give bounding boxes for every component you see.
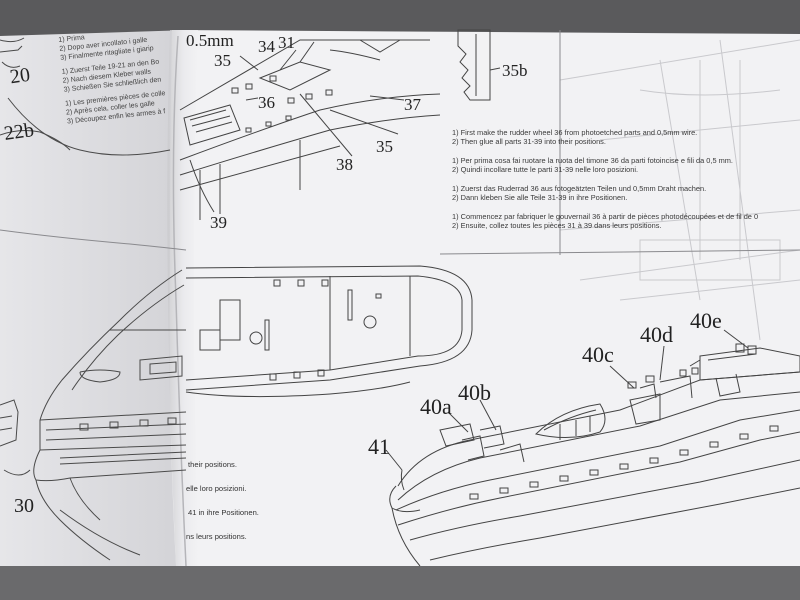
part-label-37: 37	[404, 95, 421, 114]
part-label-41: 41	[368, 434, 390, 459]
part-label-40e: 40e	[690, 308, 722, 333]
instruction-line: 1) Zuerst das Ruderrad 36 aus fotogeätzt…	[452, 184, 707, 193]
top-ship-drawing	[179, 39, 441, 220]
part-label-36: 36	[258, 93, 275, 112]
part-label-35: 35	[214, 51, 231, 70]
bottom-ship-drawing	[385, 329, 800, 567]
right-page	[169, 30, 800, 566]
text-fragment-de: 41 in ihre Positionen.	[188, 508, 259, 517]
instruction-block-de: 1) Zuerst das Ruderrad 36 aus fotogeätzt…	[452, 184, 706, 202]
instruction-line: 1) Commencez par fabriquer le gouvernail…	[452, 212, 759, 221]
deck-plan-drawing	[185, 265, 473, 398]
part-label-31: 31	[278, 33, 295, 52]
instruction-line: 1) First make the rudder wheel 36 from p…	[452, 128, 698, 137]
instruction-line: 2) Dann kleben Sie alle Teile 31-39 in i…	[452, 193, 628, 203]
part-label-30: 30	[14, 495, 34, 517]
bleed-through	[559, 39, 800, 341]
text-fragment-it: elle loro posizioni.	[186, 484, 247, 493]
part-label-38: 38	[336, 155, 353, 174]
text-fragment-en: their positions.	[188, 460, 237, 469]
part-label-40b: 40b	[458, 380, 491, 405]
instruction-group-de: 1) Zuerst Teile 19-21 an den Bo 2) Nach …	[61, 57, 164, 94]
part-label-40d: 40d	[640, 322, 673, 347]
part-label-22b: 22b	[2, 119, 36, 145]
part-label-40c: 40c	[582, 342, 614, 367]
instruction-line: 2) Quindi incollare tutte le parti 31-39…	[452, 165, 639, 175]
instruction-block-it: 1) Per prima cosa fai ruotare la ruota d…	[452, 156, 733, 174]
part-label-20: 20	[8, 63, 32, 89]
part-label-39: 39	[210, 213, 227, 232]
left-drawing	[0, 37, 187, 561]
instruction-line: 2) Then glue all parts 31-39 into their …	[452, 137, 606, 147]
part-35b-drawing	[457, 29, 501, 101]
part-label-35-right: 35	[376, 137, 393, 156]
wire-label: 0.5mm	[186, 31, 234, 50]
instruction-line: 2) Ensuite, collez toutes les pièces 31 …	[452, 221, 662, 231]
part-label-35b: 35b	[502, 61, 528, 80]
left-page	[0, 30, 190, 566]
instruction-block-en: 1) First make the rudder wheel 36 from p…	[452, 128, 697, 146]
section-dividers	[0, 30, 800, 255]
part-label-34: 34	[258, 37, 275, 56]
part-label-40a: 40a	[420, 394, 452, 419]
text-fragment-fr: ns leurs positions.	[186, 532, 247, 541]
left-page-instructions: 1) Prima 2) Dopo aver incollato i galle …	[58, 25, 168, 131]
instruction-block-fr: 1) Commencez par fabriquer le gouvernail…	[452, 212, 758, 230]
instruction-line: 1) Per prima cosa fai ruotare la ruota d…	[452, 156, 733, 165]
instruction-group-fr: 1) Les premières pièces de colle 2) Aprè…	[65, 89, 168, 126]
